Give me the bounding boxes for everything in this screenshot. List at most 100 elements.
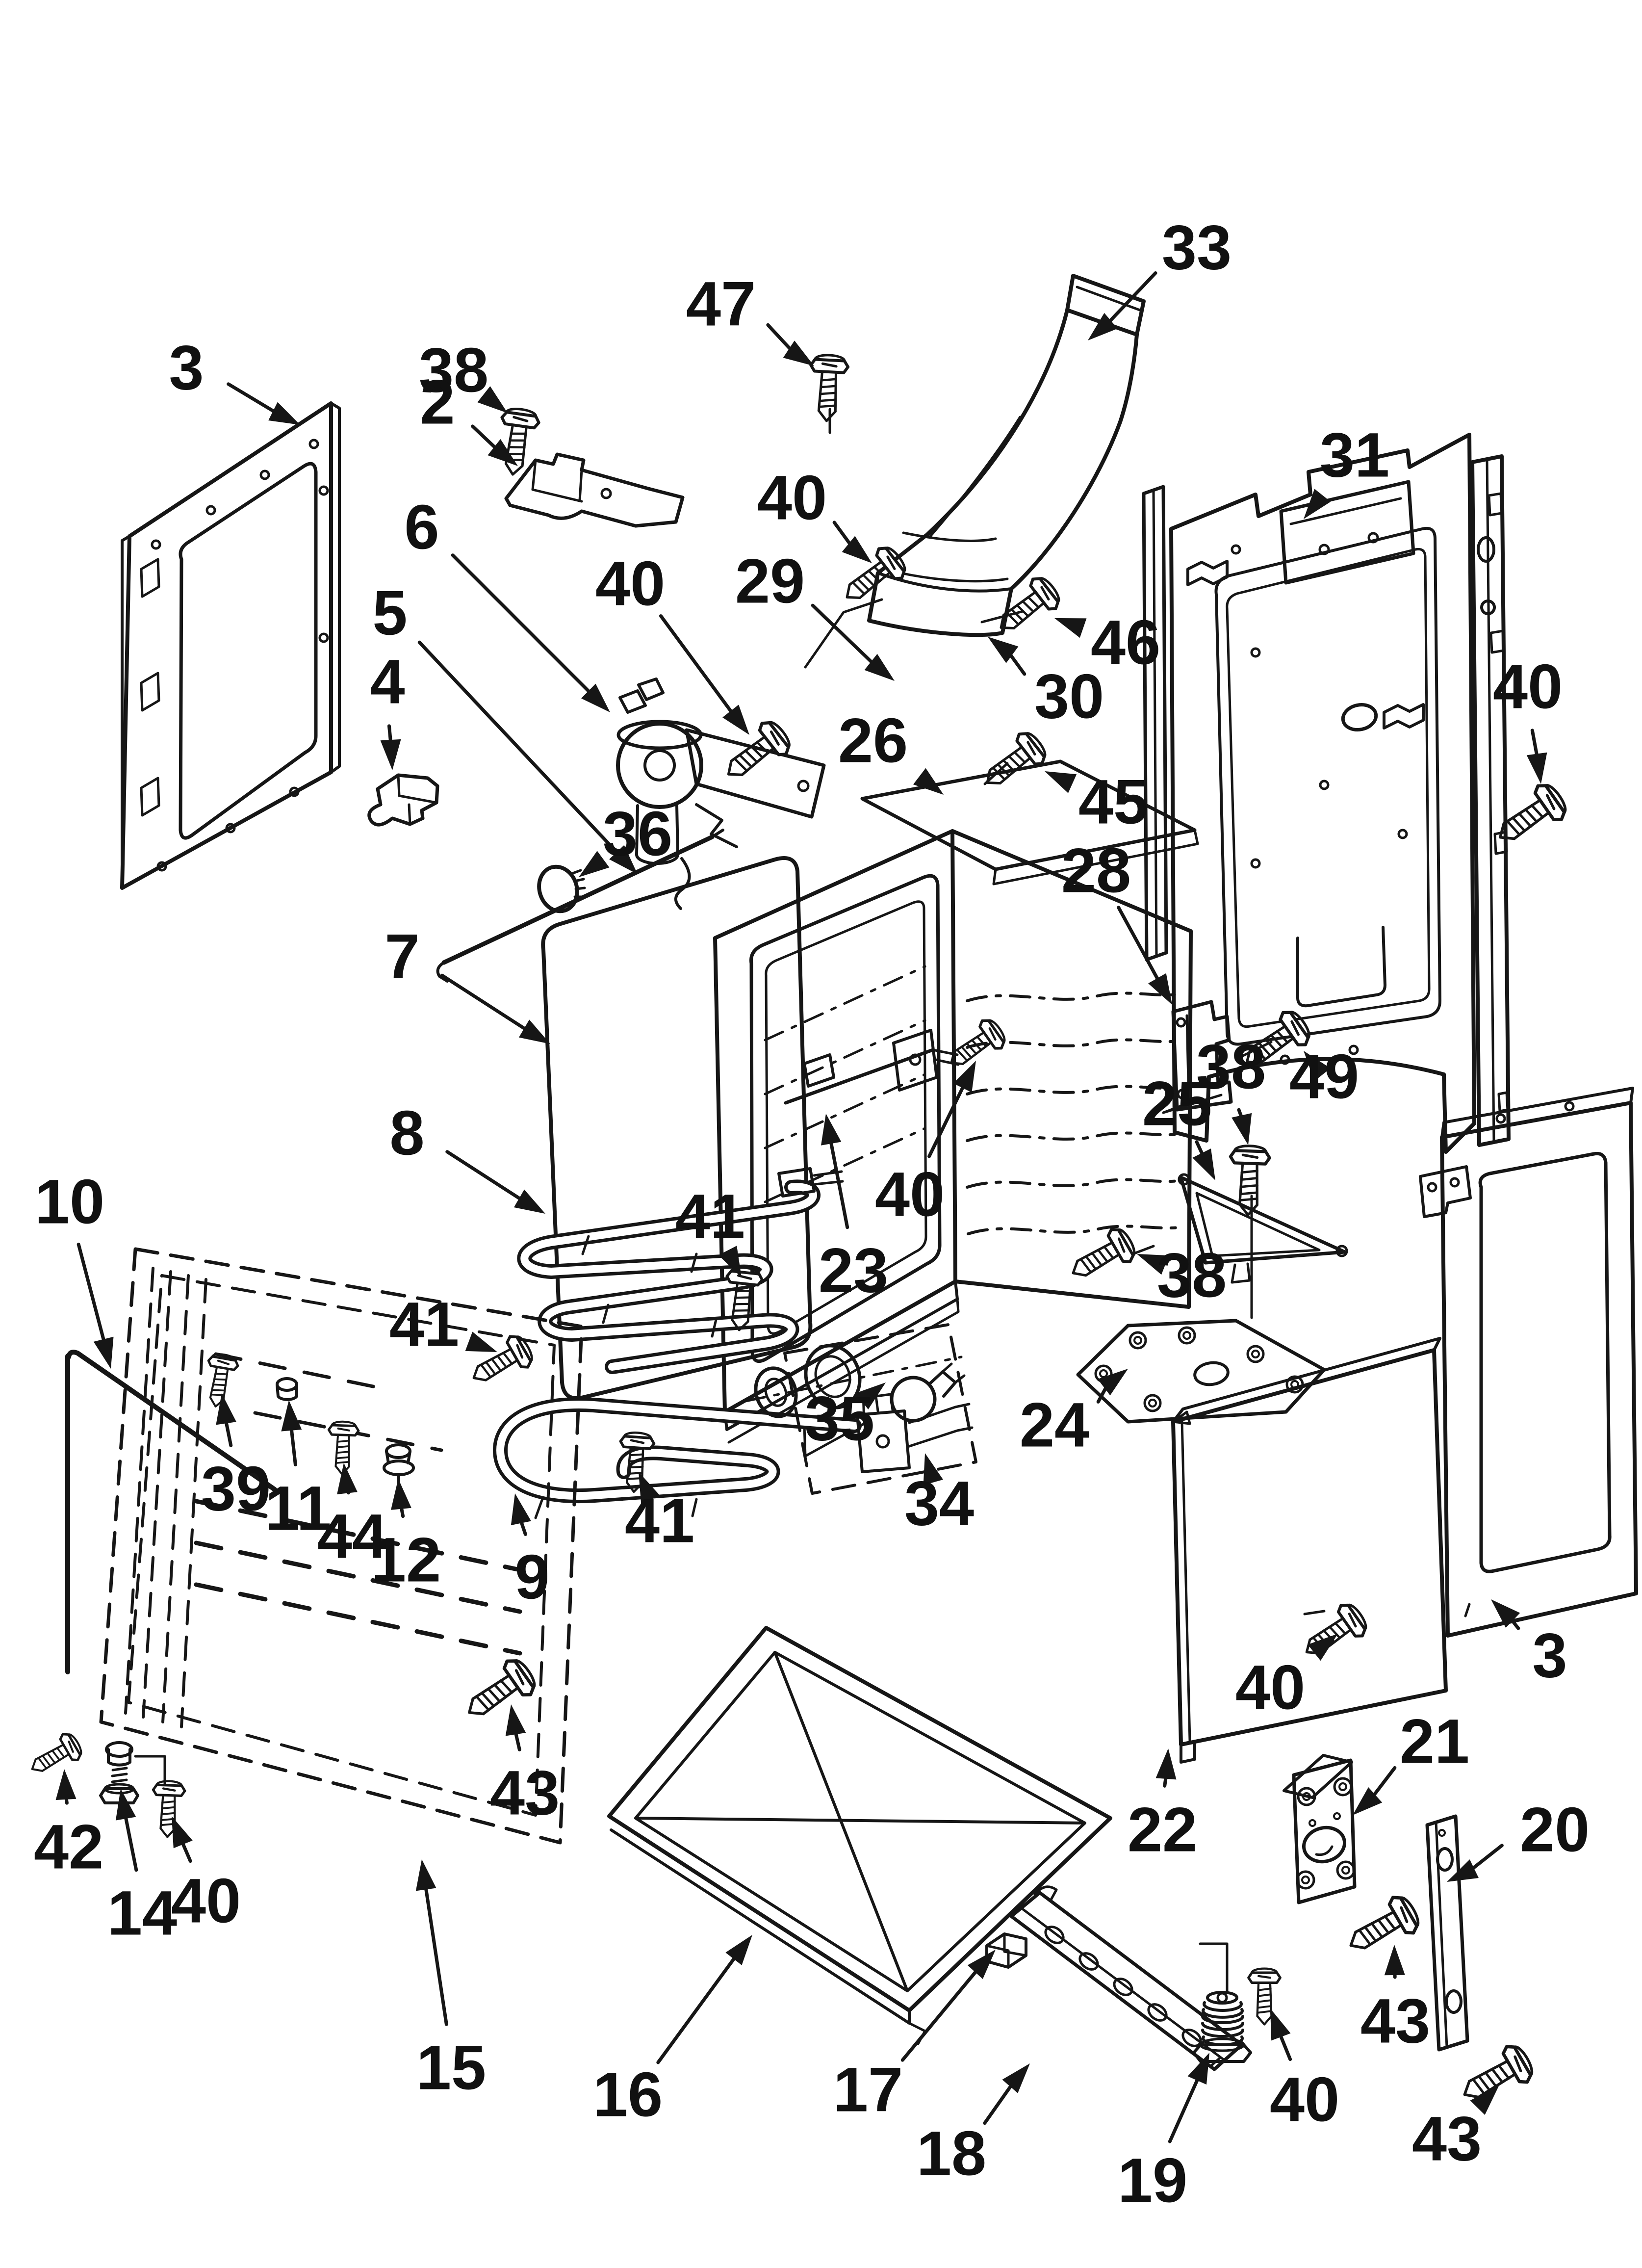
callout-number: 40: [595, 549, 665, 619]
screw-glyph: [1305, 1603, 1367, 1655]
callout-number: 10: [35, 1167, 104, 1237]
callout-arrowhead: [216, 1393, 236, 1425]
screw-glyph: [1463, 2045, 1534, 2099]
callout-leader: [417, 640, 622, 858]
right-side-panel: [1171, 1337, 1448, 1764]
callout-number: 29: [735, 547, 805, 617]
callout: 34: [904, 1453, 974, 1539]
screw-glyph: [619, 1432, 656, 1493]
left-side-panel: [120, 401, 341, 890]
callout-arrowhead: [1137, 1254, 1169, 1275]
callout-arrowhead: [281, 1400, 302, 1432]
callout-number: 46: [1091, 608, 1160, 678]
callout-arrowhead: [579, 851, 610, 877]
callout: 38: [1137, 1241, 1227, 1311]
callout-arrowhead: [268, 402, 300, 425]
bake-element: [517, 1167, 844, 1374]
callout: 28: [1061, 836, 1172, 1005]
callout: 29: [735, 547, 895, 681]
callout: 8: [389, 1098, 545, 1214]
callout-number: 43: [1360, 1986, 1430, 2057]
push-cap: [276, 1377, 298, 1401]
callout-arrowhead: [477, 386, 508, 413]
callout-number: 19: [1118, 2146, 1187, 2216]
support-bracket: [1178, 1173, 1348, 1284]
vent-duct: [867, 274, 1146, 637]
callout-arrowhead: [1232, 1113, 1252, 1145]
callout-leader: [832, 521, 854, 549]
callout: 26: [838, 706, 944, 795]
callout-arrowhead: [855, 1382, 886, 1409]
callout-number: 21: [1400, 1707, 1469, 1777]
callout: 40: [1493, 652, 1563, 784]
callout: 43: [490, 1704, 560, 1828]
screw-glyph: [1245, 1011, 1310, 1065]
callout-number: 40: [757, 463, 827, 533]
callout-arrowhead: [1308, 1634, 1338, 1661]
callout-number: 44: [317, 1502, 387, 1572]
callout: 31: [1304, 420, 1389, 519]
callout-arrowhead: [609, 845, 638, 874]
screw-glyph: [846, 547, 906, 599]
callout: 49: [1289, 1042, 1359, 1112]
callout-leader: [1168, 2074, 1201, 2143]
callout-arrowhead: [380, 739, 401, 770]
screw-glyph: [1499, 784, 1567, 840]
screw-glyph: [809, 354, 850, 422]
callout-arrowhead: [115, 1789, 136, 1821]
filler-strip: [1425, 1814, 1469, 2052]
main-top-panel: [607, 1626, 1112, 2045]
callout: 23: [819, 1114, 888, 1306]
corner-bracket: [1283, 1754, 1357, 1904]
broil-element: [493, 1393, 974, 1519]
callout: 16: [593, 1935, 752, 2130]
callout: 3: [169, 333, 300, 425]
callout-number: 20: [1520, 1795, 1590, 1865]
callout-number: 30: [1034, 662, 1104, 732]
callout: 18: [917, 2063, 1030, 2189]
callout-number: 16: [593, 2060, 663, 2130]
callout-number: 28: [1061, 836, 1131, 906]
callout: 40: [171, 1816, 241, 1936]
callout-number: 40: [875, 1160, 945, 1230]
callout: 24: [1020, 1369, 1128, 1460]
callout-arrowhead: [172, 1816, 193, 1849]
callout-arrowhead: [1148, 973, 1172, 1005]
ground-wire: [65, 1350, 277, 1674]
callout: 9: [511, 1493, 550, 1613]
callout: 44: [317, 1463, 387, 1572]
callout-leader: [983, 2081, 1015, 2125]
callout: 43: [1360, 1945, 1430, 2057]
latch-bracket: [1162, 1000, 1233, 1114]
callout-arrowhead: [1447, 1859, 1479, 1882]
callout-arrowhead: [505, 1704, 526, 1736]
callout-number: 33: [1162, 213, 1232, 283]
callout: 38: [1196, 1032, 1266, 1145]
callout: 40: [1270, 2008, 1339, 2135]
latch-motor-assembly: [616, 678, 826, 910]
screw-glyph: [327, 1420, 360, 1475]
callout-number: 5: [372, 578, 407, 649]
callout-number: 2: [420, 367, 455, 438]
callout-leader: [445, 1150, 525, 1203]
callout-arrowhead: [518, 1019, 550, 1044]
callout: 40: [875, 1061, 976, 1230]
callout-arrowhead: [93, 1336, 114, 1369]
callout: 5: [372, 578, 638, 874]
callout-arrowhead: [1192, 1148, 1215, 1180]
callout-arrowhead: [1270, 2008, 1291, 2041]
callout-arrowhead: [511, 1493, 532, 1525]
callout-leader: [927, 1082, 967, 1158]
callout: 2: [420, 367, 518, 466]
callout: 4: [370, 647, 405, 770]
callout: 40: [1235, 1634, 1338, 1723]
callout-arrowhead: [722, 704, 749, 735]
callout-arrowhead: [465, 1331, 497, 1352]
callout-arrowhead: [415, 1859, 436, 1891]
callout-leader: [659, 614, 736, 717]
callout-number: 35: [805, 1384, 874, 1454]
callout-number: 45: [1078, 767, 1148, 837]
screw-glyph: [472, 1335, 533, 1382]
callout-number: 41: [389, 1290, 459, 1360]
callout-number: 41: [675, 1182, 745, 1252]
